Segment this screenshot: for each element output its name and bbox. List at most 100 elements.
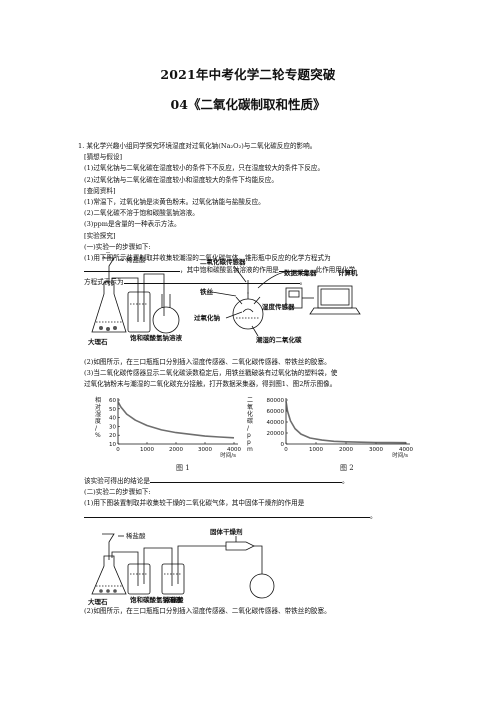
y-tick-label: 20 (109, 433, 116, 439)
text-line: (一)实验一的步骤如下: (84, 242, 151, 251)
y-label-char: 度 (95, 417, 101, 425)
conical-flask (91, 281, 127, 333)
y-tick-label: 60000 (267, 409, 285, 415)
wash-bottle (127, 563, 151, 595)
text-line: (3)当二氧化碳传感器显示二氧化碳读数稳定后，用铁丝戳破装有过氧化钠的塑料袋，使 (84, 369, 338, 378)
label-acid: 稀盐酸 (126, 531, 146, 540)
text-line: (2)过氧化钠与二氧化碳在湿度较小和湿度较大的条件下均能反应。 (84, 175, 278, 184)
question-body-4: (2)如图所示，在三口瓶瓶口分别插入湿度传感器、二氧化碳传感器、带铁丝的胶塞。 (78, 606, 432, 617)
label-marble: 大理石 (88, 597, 108, 606)
y-label-char: 二 (247, 397, 253, 404)
y-label-char: 湿 (95, 410, 101, 418)
funnel (102, 257, 115, 286)
answer-blank[interactable] (123, 276, 300, 285)
y-label-char: % (95, 432, 101, 439)
y-tick-label: 80000 (267, 398, 285, 404)
text-line: [查阅资料] (84, 186, 116, 195)
x-tick-label: 0 (116, 447, 120, 453)
answer-blank[interactable] (149, 475, 342, 483)
funnel (102, 533, 115, 560)
y-label-char: 碳 (247, 417, 253, 425)
answer-blank[interactable] (84, 510, 370, 518)
y-tick-label: 10 (109, 442, 116, 448)
document-subtitle: 04《二氧化碳制取和性质》 (170, 97, 326, 112)
round-flask (152, 306, 180, 334)
y-label-char: 对 (95, 403, 101, 411)
label-bicarb: 饱和碳酸氢钠溶液 (130, 595, 183, 604)
x-tick-label: 3000 (369, 447, 383, 453)
answer-blank[interactable] (84, 264, 180, 273)
label-marble: 大理石 (88, 337, 108, 346)
text-line: 过氧化钠粉末与潮湿的二氧化碳充分接触，打开数据采集器，得到图1、图2所示图像。 (84, 380, 337, 389)
text-line: (2)二氧化碳不溶于饱和碳酸氢钠溶液。 (84, 209, 199, 218)
label-acid: 稀盐酸 (126, 255, 146, 264)
text-line: 1. 某化学兴趣小组同学探究环境湿度对过氧化钠(Na₂O₂)与二氧化碳反应的影响… (78, 142, 317, 150)
text-fragment: 该实验可得出的结论是 (84, 477, 150, 485)
text-fragment: ，此作用用化学 (308, 266, 356, 275)
y-label-char: 化 (247, 410, 253, 418)
y-label-char: / (95, 425, 98, 432)
y-tick-label: 40 (109, 416, 116, 422)
y-tick-label: 60 (109, 398, 116, 404)
label-bicarb: 饱和碳酸氢钠溶液 (130, 333, 183, 342)
x-tick-label: 4000 (399, 447, 413, 453)
text-line: (2)如图所示，在三口瓶瓶口分别插入湿度传感器、二氧化碳传感器、带铁丝的胶塞。 (84, 358, 331, 366)
question-body-2: (2)如图所示，在三口瓶瓶口分别插入湿度传感器、二氧化碳传感器、带铁丝的胶塞。 … (78, 357, 432, 391)
text-line: (1)常温下，过氧化钠是淡黄色粉末。过氧化钠能与盐酸反应。 (84, 198, 265, 207)
x-tick-label: 1000 (140, 447, 154, 453)
y-tick-label: 20000 (267, 431, 285, 437)
document-title: 2021年中考化学二轮专题突破 (160, 67, 336, 82)
text-line: [猜想与假设] (84, 153, 123, 162)
y-tick-label: 40000 (267, 420, 285, 426)
text-line: 该实验可得出的结论是。 (84, 475, 349, 485)
wash-bottle (127, 291, 151, 333)
text-line: (1)用下图装置制取并收集较干燥的二氧化碳气体，其中固体干燥剂的作用是 (84, 499, 305, 508)
label-wire: 铁丝 (199, 287, 214, 296)
y-tick-label: 0 (281, 442, 285, 448)
label-desiccant: 固体干燥剂 (210, 527, 243, 536)
label-co2-sensor: 二氧化碳传感器 (200, 257, 246, 266)
label-sulfuric-acid: 浓硫酸 (164, 595, 184, 604)
y-label-char: p (247, 439, 251, 446)
x-axis-label: 时间/s (392, 451, 408, 459)
y-tick-label: 30 (109, 424, 116, 430)
label-computer: 计算机 (338, 268, 358, 277)
drying-tube (225, 541, 255, 551)
x-axis-label: 时间/s (220, 451, 236, 459)
text-line: ，其中饱和碳酸氢钠溶液的作用是 ，此作用用化学 (78, 264, 432, 276)
acid-bottle (161, 563, 185, 595)
label-wet-co2: 潮湿的二氧化碳 (256, 335, 302, 344)
y-axis-label: 相对湿度/% (95, 396, 101, 439)
label-humidity-sensor: 湿度传感器 (262, 302, 295, 311)
y-label-char: 相 (95, 396, 101, 404)
apparatus-diagram-1: 稀盐酸 大理石 饱和碳酸氢钠溶液 (86, 251, 386, 350)
figure-caption-1: 图 1 (176, 464, 190, 472)
x-tick-label: 2000 (339, 447, 353, 453)
apparatus-diagram-2: 稀盐酸 大理石 饱和碳酸氢钠溶液 浓硫酸 固体干燥剂 (86, 524, 286, 606)
x-tick-label: 2000 (169, 447, 183, 453)
text-line: (二)实验二的步骤如下: (84, 488, 151, 497)
text-line: (1)过氧化钠与二氧化碳在湿度较小的条件下不反应，只在湿度较大的条件下反应。 (84, 164, 325, 173)
question-body-3: 该实验可得出的结论是。 (二)实验二的步骤如下: (1)用下图装置制取并收集较干… (78, 475, 432, 522)
series-line (285, 400, 407, 444)
y-label-char: 氧 (247, 403, 253, 411)
conical-flask (91, 555, 127, 595)
label-data-collector: 数据采集器 (284, 268, 317, 277)
series-line (117, 401, 235, 439)
y-tick-label: 50 (109, 407, 116, 413)
round-flask (249, 573, 275, 599)
text-fragment: ，其中饱和碳酸氢钠溶液的作用是 (180, 266, 279, 275)
y-label-char: m (247, 446, 253, 453)
x-tick-label: 4000 (227, 447, 241, 453)
text-line: [实验探究] (84, 231, 116, 240)
answer-blank[interactable] (278, 264, 309, 273)
x-tick-label: 1000 (309, 447, 323, 453)
y-label-char: / (247, 425, 250, 432)
y-label-char: p (247, 432, 251, 439)
x-tick-label: 3000 (198, 447, 212, 453)
figure-caption-2: 图 2 (340, 464, 354, 472)
sensor-cable (257, 270, 309, 289)
